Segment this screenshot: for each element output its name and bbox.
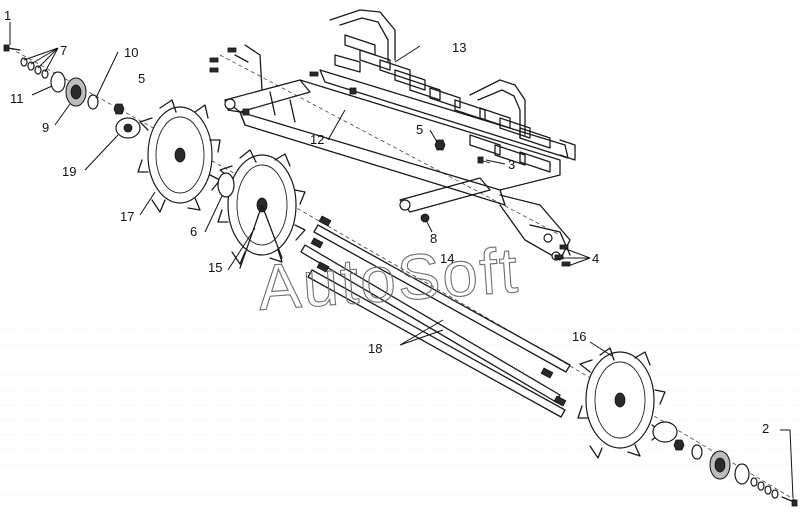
axis-lines — [9, 47, 796, 501]
callout-12: 12 — [310, 132, 324, 147]
tine-rake — [319, 9, 576, 173]
callout-4: 4 — [592, 251, 599, 266]
nut-8 — [420, 213, 430, 223]
bolts-4 — [554, 244, 571, 267]
ring-6 — [217, 172, 235, 198]
snap-ring-11 — [50, 71, 66, 93]
callout-5-right: 5 — [416, 122, 423, 137]
leader-lines — [9, 22, 794, 499]
callout-16: 16 — [572, 329, 586, 344]
callout-2: 2 — [762, 421, 769, 436]
callout-7: 7 — [60, 43, 67, 58]
callout-19: 19 — [62, 164, 76, 179]
frame-assembly — [224, 44, 571, 261]
watermark: AutoSoft — [256, 234, 522, 324]
background-dots — [0, 329, 803, 496]
nut-5b — [434, 139, 446, 151]
bearing-9 — [65, 77, 87, 107]
washers-7 — [20, 57, 49, 79]
callout-17: 17 — [120, 209, 134, 224]
fasteners — [3, 44, 571, 267]
callout-11: 11 — [10, 91, 24, 106]
sprocket-wheel-17 — [137, 99, 221, 213]
frame-bolts — [209, 47, 357, 116]
nut-5a — [113, 103, 125, 115]
callout-13: 13 — [452, 40, 466, 55]
callout-15: 15 — [208, 260, 222, 275]
tine-blades — [334, 34, 551, 173]
bolt-1 — [3, 44, 21, 52]
right-bearing-stack — [652, 421, 798, 507]
sprocket-wheel-15 — [217, 149, 306, 269]
callout-1: 1 — [4, 8, 11, 23]
callout-5-left: 5 — [138, 71, 145, 86]
flange-19 — [115, 117, 141, 139]
callout-9: 9 — [42, 120, 49, 135]
callout-3: 3 — [508, 157, 515, 172]
callouts: 1 7 10 5 11 9 13 12 5 3 19 17 6 15 8 14 … — [4, 8, 769, 436]
shafts-18 — [300, 215, 571, 418]
callout-8: 8 — [430, 231, 437, 246]
callout-18: 18 — [368, 341, 382, 356]
callout-14: 14 — [440, 251, 454, 266]
callout-6: 6 — [190, 224, 197, 239]
callout-10: 10 — [124, 45, 138, 60]
washer-10 — [87, 94, 99, 110]
sprocket-wheel-16 — [577, 347, 666, 459]
